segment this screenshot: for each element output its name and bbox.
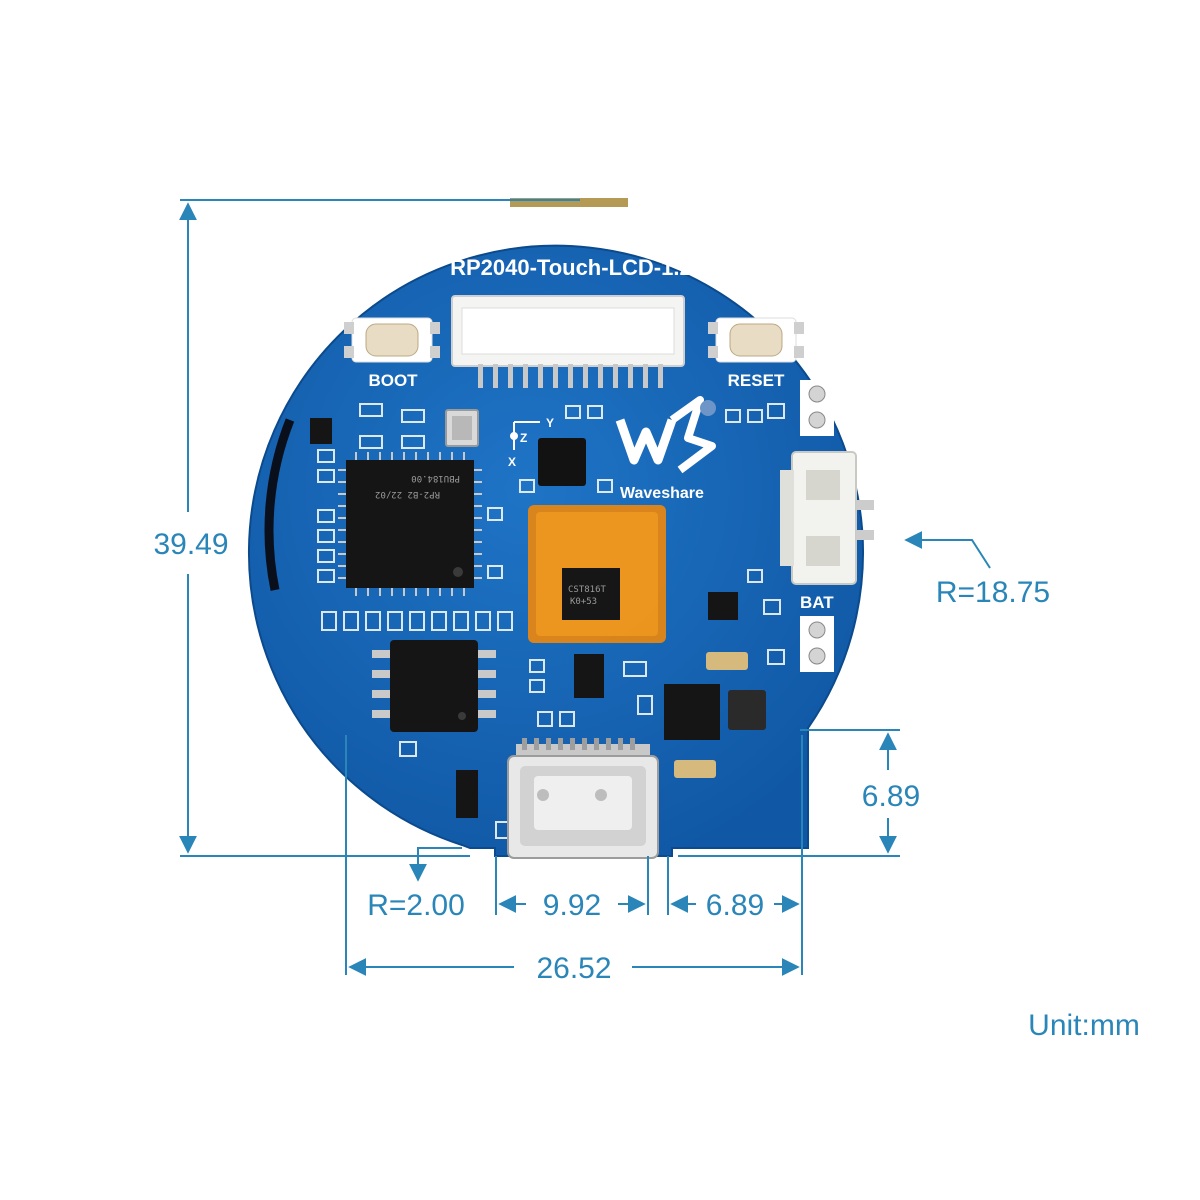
bat-label: BAT — [800, 593, 834, 612]
boot-button — [344, 317, 440, 363]
tab-width-label: 6.89 — [706, 889, 764, 922]
corner-radius-leader — [409, 847, 462, 882]
board-title: RP2040-Touch-LCD-1.28 — [450, 255, 704, 280]
ic-small — [310, 418, 332, 444]
flash-chip — [372, 640, 496, 732]
fpc-connector — [451, 295, 685, 388]
dimension-lines — [179, 199, 991, 976]
boot-label: BOOT — [368, 371, 418, 390]
inductor — [728, 690, 766, 730]
axis-x-label: X — [508, 455, 516, 469]
battery-plus-label: + — [868, 482, 877, 499]
mcu-marking-2: PBU184.00 — [411, 473, 460, 483]
unit-label: Unit:mm — [1028, 1009, 1140, 1042]
passive-pads — [317, 403, 785, 839]
flex-cable — [510, 198, 628, 207]
touch-chip-marking-1: CST816T — [568, 585, 607, 595]
radius-dimension-label: R=18.75 — [936, 576, 1050, 609]
regulator — [574, 654, 604, 698]
bottom-width-label: 26.52 — [536, 952, 611, 985]
usb-width-label: 9.92 — [543, 889, 601, 922]
waveshare-logo — [615, 396, 716, 474]
charger-chip — [664, 684, 720, 740]
touch-chip-marking-2: K0+53 — [570, 597, 597, 607]
usb-c-connector — [507, 738, 659, 859]
reset-button — [708, 317, 804, 363]
pcb-components: RP2040-Touch-LCD-1.28 BOOT RESET — [310, 255, 877, 859]
height-dimension-label: 39.49 — [153, 528, 228, 561]
mcu-marking-1: RP2-B2 22/02 — [375, 489, 440, 499]
axis-y-label: Y — [546, 416, 554, 430]
diode — [456, 770, 478, 818]
tab-height-label: 6.89 — [862, 780, 920, 813]
imu-axis-indicator — [510, 421, 540, 450]
corner-radius-label: R=2.00 — [367, 889, 465, 922]
touch-controller: CST816T K0+53 — [528, 505, 666, 643]
header-pads-bottom — [800, 616, 834, 672]
battery-connector — [780, 451, 874, 585]
axis-z-label: Z — [520, 431, 527, 445]
reset-label: RESET — [728, 371, 785, 390]
header-pads-top — [800, 380, 834, 436]
battery-minus-label: - — [870, 539, 875, 556]
radius-leader — [904, 531, 991, 569]
brand-label: Waveshare — [620, 485, 704, 502]
imu-chip — [538, 438, 586, 486]
capacitor-2 — [674, 760, 716, 778]
display-rim — [264, 418, 295, 591]
transistor-1 — [708, 592, 738, 620]
capacitor-1 — [706, 652, 748, 670]
mcu-chip: RP2-B2 22/02 PBU184.00 — [338, 452, 482, 596]
